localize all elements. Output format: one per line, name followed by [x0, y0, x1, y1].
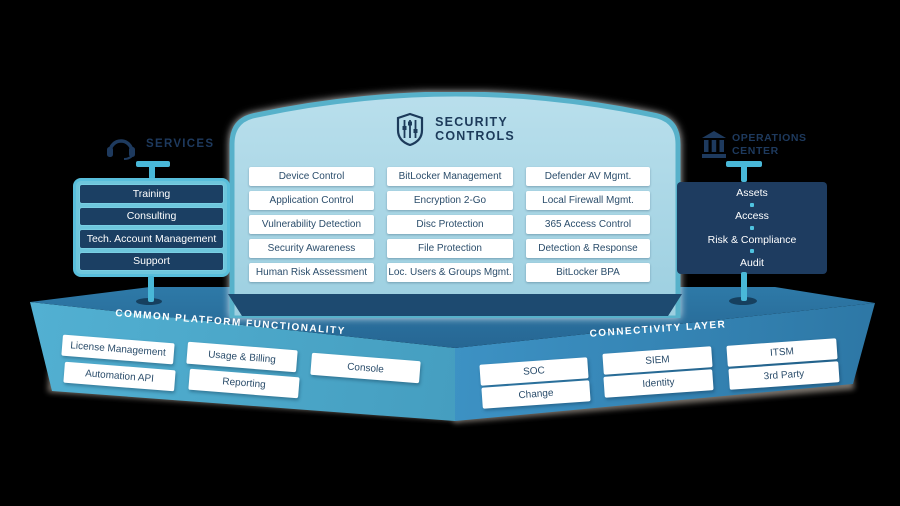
control-chip: Encryption 2-Go — [387, 191, 513, 210]
operations-item: Audit — [740, 256, 764, 269]
operations-connector-stem — [741, 164, 747, 182]
services-connector-stem — [149, 164, 155, 179]
service-item: Tech. Account Management — [79, 229, 224, 249]
operations-item: Access — [735, 210, 769, 223]
operations-box: Assets Access Risk & Compliance Audit — [677, 182, 827, 274]
control-chip: BitLocker Management — [387, 167, 513, 186]
service-item: Consulting — [79, 206, 224, 226]
control-chip: Human Risk Assessment — [249, 263, 374, 282]
control-chip: 365 Access Control — [526, 215, 650, 234]
shield-sliders-icon — [397, 112, 424, 146]
operations-icon — [702, 131, 726, 158]
operations-platform-stem — [741, 272, 747, 301]
dot-separator — [750, 249, 754, 254]
control-chip: Defender AV Mgmt. — [526, 167, 650, 186]
panel-header: SECURITY CONTROLS — [227, 112, 683, 146]
control-chip: Application Control — [249, 191, 374, 210]
services-box: Training Consulting Tech. Account Manage… — [73, 178, 230, 277]
control-chip: Detection & Response — [526, 239, 650, 258]
control-chip: Device Control — [249, 167, 374, 186]
services-label: SERVICES — [146, 138, 215, 150]
panel-slot — [228, 294, 682, 316]
control-chip: Local Firewall Mgmt. — [526, 191, 650, 210]
services-icon — [107, 139, 135, 160]
service-item: Support — [79, 251, 224, 271]
panel-title: SECURITY CONTROLS — [435, 115, 515, 143]
panel-title-line2: CONTROLS — [435, 129, 515, 143]
control-chip: Disc Protection — [387, 215, 513, 234]
control-chip: Vulnerability Detection — [249, 215, 374, 234]
control-chip: BitLocker BPA — [526, 263, 650, 282]
dot-separator — [750, 202, 754, 207]
control-chip: Security Awareness — [249, 239, 374, 258]
platform-socket-right — [729, 297, 757, 305]
operations-label: OPERATIONS CENTER — [732, 132, 807, 157]
operations-label-line1: OPERATIONS — [732, 132, 807, 144]
service-item: Training — [79, 184, 224, 204]
operations-label-line2: CENTER — [732, 144, 779, 157]
control-chip: File Protection — [387, 239, 513, 258]
security-controls-panel: SECURITY CONTROLS Device Control Applica… — [227, 92, 683, 318]
control-chip: Loc. Users & Groups Mgmt. — [387, 263, 513, 282]
operations-item: Risk & Compliance — [707, 233, 797, 246]
dot-separator — [750, 225, 754, 230]
operations-item: Assets — [736, 187, 768, 199]
services-platform-stem — [148, 276, 154, 302]
panel-title-line1: SECURITY — [435, 115, 508, 129]
